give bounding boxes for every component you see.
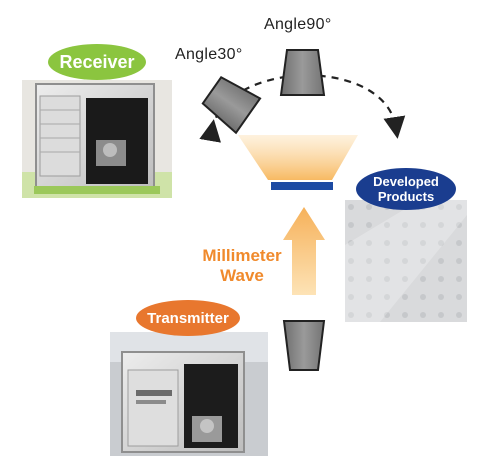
horn-antenna-icon [279,49,326,96]
receiver-badge: Receiver [48,44,146,80]
developed-products-badge: Developed Products [356,168,456,210]
receiver-label: Receiver [59,51,135,72]
horn-antenna-icon [282,320,326,371]
transmitter-label: Transmitter [147,309,229,327]
up-arrow-icon [283,207,325,295]
developed-products-photo [345,200,467,322]
developed-label: Developed [373,174,439,189]
millimeter-wave-label: Millimeter Wave [192,246,292,286]
radiation-beam [238,135,358,180]
angle90-label: Angle90° [264,16,332,33]
receiver-photo [22,80,172,198]
products-label: Products [377,189,435,204]
millimeter-text: Millimeter [202,246,282,265]
horn-antenna-icon [201,75,262,135]
sample-bar [271,182,333,190]
transmitter-photo [110,332,268,456]
angle30-label: Angle30° [175,46,243,63]
transmitter-badge: Transmitter [136,300,240,336]
wave-text: Wave [220,266,264,285]
